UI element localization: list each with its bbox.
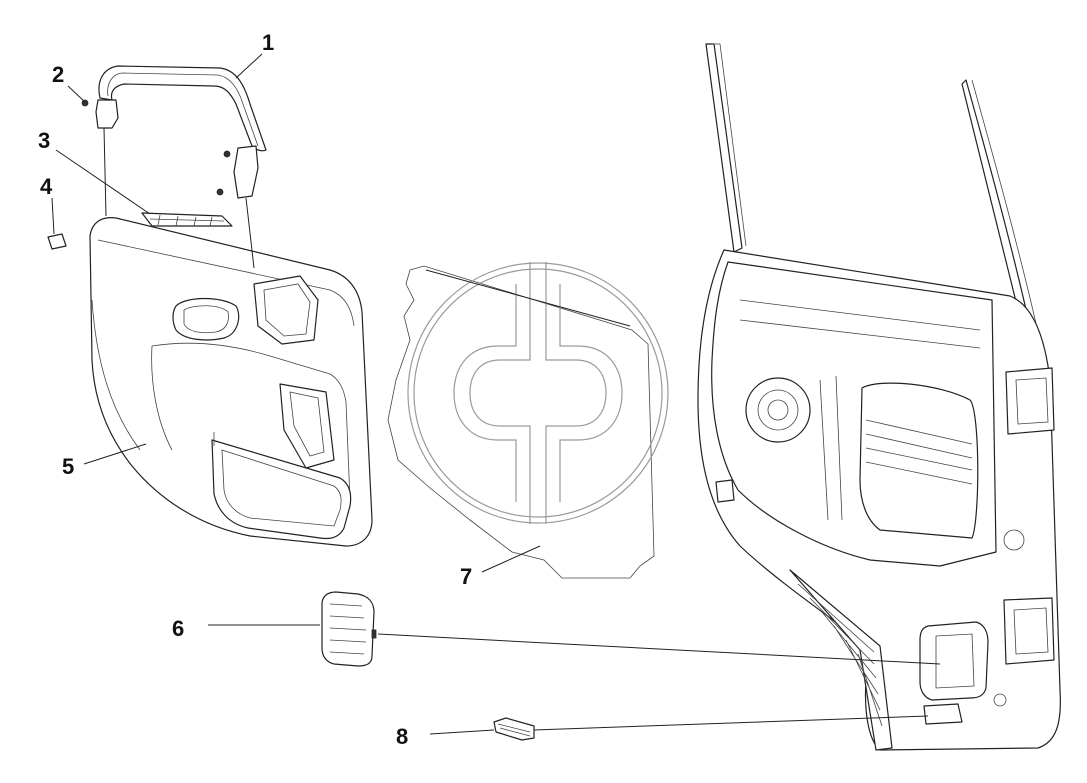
callout-6: 6 (172, 616, 184, 641)
leader-7 (481, 545, 541, 573)
access-cover (321, 591, 377, 667)
callouts: 1 2 3 4 5 6 7 8 (38, 30, 472, 749)
callout-4: 4 (40, 174, 53, 199)
leader-1 (235, 53, 263, 79)
leader-5 (83, 443, 147, 465)
callout-2: 2 (52, 62, 64, 87)
door-frame (697, 43, 1061, 751)
callout-8: 8 (396, 724, 408, 749)
leader-2c (245, 197, 255, 269)
callout-1: 1 (262, 30, 274, 55)
screw (81, 99, 231, 196)
leader-8 (429, 729, 495, 735)
grab-handle (95, 65, 267, 199)
vent-grille (493, 717, 535, 741)
leader-3 (55, 149, 151, 215)
window-switch-panel (141, 212, 233, 227)
leader-2 (67, 85, 87, 104)
leader-lines (51, 53, 941, 735)
cap (47, 233, 67, 250)
water-shield (387, 265, 655, 579)
callout-5: 5 (62, 454, 74, 479)
leader-2b (103, 127, 107, 217)
leader-6b (377, 633, 941, 665)
leader-4 (51, 197, 55, 235)
door-trim-panel (89, 217, 373, 547)
callout-7: 7 (460, 564, 472, 589)
callout-3: 3 (38, 128, 50, 153)
leader-7b (425, 269, 631, 327)
leader-8b (533, 715, 929, 731)
company-logo-watermark (407, 262, 669, 524)
